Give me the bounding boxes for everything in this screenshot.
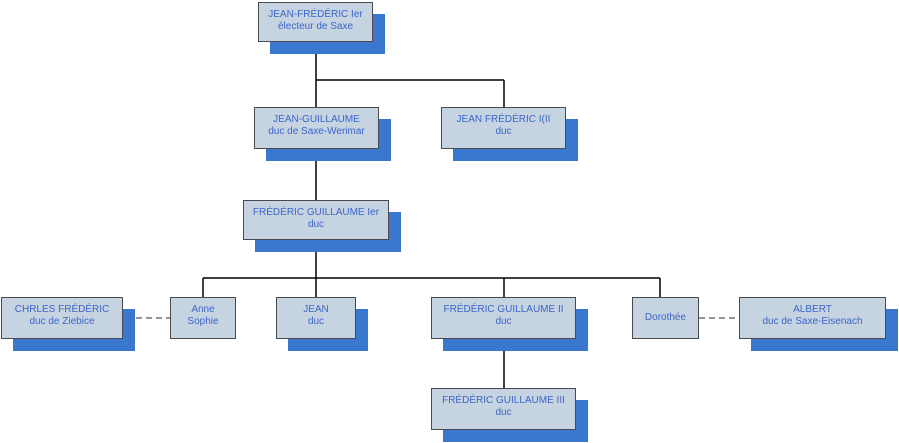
node-title: duc de Saxe-Werimar [268, 126, 365, 137]
node-name: JEAN-FRÉDÉRIC Ier [268, 9, 363, 20]
node-jean-frederic: JEAN-FRÉDÉRIC Ier électeur de Saxe [258, 2, 385, 54]
node-title: duc de Saxe-Eisenach [762, 316, 863, 327]
node-title: Sophie [187, 316, 219, 327]
node-box: FRÉDÉRIC GUILLAUME III duc [431, 388, 576, 430]
node-frederic-guillaume-ii: FRÉDÉRIC GUILLAUME II duc [431, 297, 588, 351]
node-box: JEAN-GUILLAUME duc de Saxe-Werimar [254, 107, 379, 149]
node-name: JEAN [303, 304, 329, 315]
node-frederic-guillaume-i: FRÉDÉRIC GUILLAUME Ier duc [243, 200, 401, 252]
node-box: Anne Sophie [170, 297, 236, 339]
node-name: JEAN FRÉDÉRIC I(II [456, 114, 551, 125]
node-name: Dorothée [644, 312, 687, 323]
node-box: CHRLES FRÉDÉRIC duc de Ziebice [1, 297, 123, 339]
node-jean: JEAN duc [276, 297, 368, 351]
node-box: ALBERT duc de Saxe-Eisenach [739, 297, 886, 339]
node-box: FRÉDÉRIC GUILLAUME Ier duc [243, 200, 389, 240]
node-title: duc [495, 316, 512, 327]
node-albert: ALBERT duc de Saxe-Eisenach [739, 297, 898, 351]
node-title: duc de Ziebice [29, 316, 95, 327]
node-box: Dorothée [632, 297, 699, 339]
node-box: JEAN-FRÉDÉRIC Ier électeur de Saxe [258, 2, 373, 42]
node-title: duc [307, 316, 325, 327]
node-name: FRÉDÉRIC GUILLAUME III [442, 395, 565, 406]
node-box: JEAN duc [276, 297, 356, 339]
node-box: FRÉDÉRIC GUILLAUME II duc [431, 297, 576, 339]
node-box: JEAN FRÉDÉRIC I(II duc [441, 107, 566, 149]
node-name: FRÉDÉRIC GUILLAUME Ier [252, 207, 380, 218]
node-title: duc [495, 126, 512, 137]
node-dorothee: Dorothée [632, 297, 699, 339]
node-name: FRÉDÉRIC GUILLAUME II [443, 304, 564, 315]
node-jean-frederic-ii: JEAN FRÉDÉRIC I(II duc [441, 107, 578, 161]
node-name: JEAN-GUILLAUME [273, 114, 360, 125]
node-name: CHRLES FRÉDÉRIC [14, 304, 110, 315]
node-title: duc [495, 407, 512, 418]
node-jean-guillaume: JEAN-GUILLAUME duc de Saxe-Werimar [254, 107, 391, 161]
node-chrles-frederic: CHRLES FRÉDÉRIC duc de Ziebice [1, 297, 135, 351]
node-name: Anne [191, 304, 215, 315]
node-frederic-guillaume-iii: FRÉDÉRIC GUILLAUME III duc [431, 388, 588, 442]
node-title: duc [307, 219, 325, 230]
node-title: électeur de Saxe [277, 21, 354, 32]
node-anne-sophie: Anne Sophie [170, 297, 236, 339]
node-name: ALBERT [793, 304, 832, 315]
